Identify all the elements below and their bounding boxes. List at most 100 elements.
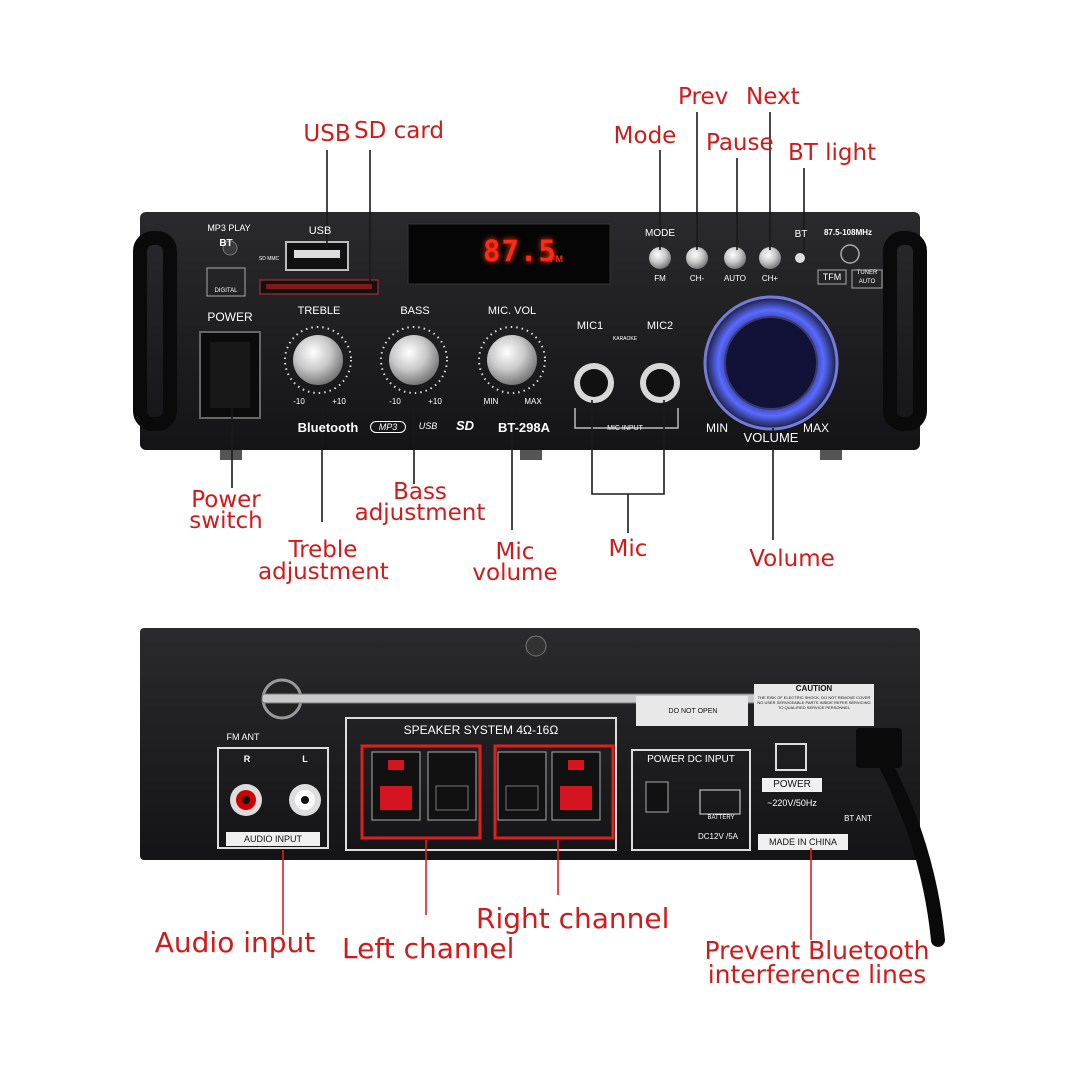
next-button (759, 247, 781, 269)
power-label: POWER (207, 310, 253, 324)
battery-label: BATTERY (707, 815, 735, 821)
usb-callout: USB (303, 121, 351, 147)
back-panel (140, 628, 945, 947)
right-channel-callout: Right channel (476, 902, 670, 935)
speaker-panel (345, 717, 617, 851)
sd-mmc-label: SD MMC (258, 256, 280, 262)
right-channel-highlight (493, 744, 615, 840)
tfm-box (817, 269, 847, 285)
bt-button-label: BT (794, 229, 808, 240)
made-in-label-bg (758, 834, 848, 850)
tuner-auto-box (851, 269, 883, 289)
front-panel (133, 212, 927, 460)
sd-logo: SD (455, 418, 475, 433)
bass-label: BASS (400, 305, 430, 317)
foot (220, 450, 242, 460)
dc-input-panel (631, 749, 751, 851)
usb-logo: USB (418, 421, 438, 431)
sd-card-callout: SD card (354, 118, 445, 144)
bluetooth-label: Bluetooth (297, 420, 359, 435)
mode-label: MODE (645, 228, 675, 239)
battery-symbol (699, 789, 741, 815)
next-callout: Next (746, 84, 800, 110)
treble-min-label: -10 (293, 397, 305, 406)
foot (820, 450, 842, 460)
back-chassis (140, 628, 920, 860)
prev-button (686, 247, 708, 269)
volume-min-label: MIN (706, 421, 728, 435)
right-handle (883, 231, 927, 431)
fm-display (407, 223, 611, 285)
ch-plus-label: CH+ (761, 274, 779, 283)
volume-max-label: MAX (802, 421, 829, 435)
mic-min-label: MIN (483, 397, 499, 406)
do-not-open-label: DO NOT OPEN (668, 708, 718, 715)
power-back-label: POWER (773, 779, 811, 790)
speaker-system-label: SPEAKER SYSTEM 4Ω-16Ω (403, 723, 559, 737)
mic-input-label: MIC INPUT (607, 425, 643, 432)
prevent-bluetooth-callout-2: interference lines (707, 960, 927, 989)
freq-range-label: 87.5-108MHz (823, 228, 873, 237)
bt-ant-label: BT ANT (844, 814, 872, 823)
tfm-label: TFM (822, 272, 842, 282)
audio-input-panel (217, 747, 329, 849)
power-cord (871, 743, 945, 947)
mic-max-label: MAX (524, 397, 542, 406)
treble-callout-2: adjustment (258, 559, 389, 585)
left-channel-callout: Left channel (342, 932, 515, 965)
display-unit: FM (550, 254, 563, 264)
volume-label: VOLUME (743, 430, 799, 445)
treble-callout-1: Treble (288, 537, 358, 563)
bass-scale (380, 326, 448, 394)
mic-input-bracket (574, 408, 679, 429)
tuner-button (840, 244, 860, 264)
digital-logo-box (206, 267, 246, 297)
ac-power-symbol (775, 743, 807, 771)
do-not-open-label (636, 696, 748, 726)
prevent-bluetooth-callout-1: Prevent Bluetooth (704, 936, 930, 965)
audio-input-label-bg (226, 832, 320, 846)
bass-max-label: +10 (428, 397, 442, 406)
mode-button (649, 247, 671, 269)
bass-min-label: -10 (389, 397, 401, 406)
made-in-label: MADE IN CHINA (768, 837, 837, 847)
bt-label: BT (219, 238, 233, 249)
ac-spec-label: ~220V/50Hz (767, 798, 817, 808)
screw (525, 635, 547, 657)
display-frequency: 87.5 (483, 234, 557, 268)
bt-indicator (222, 240, 238, 256)
mic-vol-scale (478, 326, 546, 394)
mic-volume-callout-1: Mic (495, 539, 535, 565)
bass-callout-2: adjustment (354, 500, 486, 526)
audio-input-label: AUDIO INPUT (243, 834, 302, 844)
audio-input-callout: Audio input (154, 926, 316, 959)
caution-title: CAUTION (795, 684, 833, 693)
model-label: BT-298A (497, 420, 551, 435)
treble-label: TREBLE (297, 305, 341, 317)
tuner-label: TUNER (856, 270, 878, 276)
power-switch-callout-1: Power (191, 487, 261, 513)
digital-label: DIGITAL (214, 288, 238, 294)
left-handle (133, 231, 177, 431)
back-leader-lines (282, 840, 812, 940)
l-label: L (302, 754, 308, 764)
foot (520, 450, 542, 460)
fm-sub-label: FM (654, 274, 666, 283)
r-label: R (243, 754, 251, 764)
pause-button (724, 247, 746, 269)
treble-max-label: +10 (332, 397, 346, 406)
auto-label: AUTO (723, 274, 747, 283)
power-dc-input-label: POWER DC INPUT (647, 754, 735, 765)
mic2-label: MIC2 (646, 320, 674, 332)
power-label-bg (762, 778, 822, 792)
treble-scale (284, 326, 352, 394)
dc-spec-label: DC12V /5A (697, 832, 739, 841)
mic1-label: MIC1 (576, 320, 604, 332)
mode-callout: Mode (613, 123, 677, 149)
mp3-play-label: MP3 PLAY (207, 223, 251, 233)
pause-callout: Pause (706, 130, 774, 156)
bass-knob (389, 335, 439, 385)
caution-text: THE RISK OF ELECTRIC SHOCK, DO NOT REMOV… (757, 695, 871, 710)
